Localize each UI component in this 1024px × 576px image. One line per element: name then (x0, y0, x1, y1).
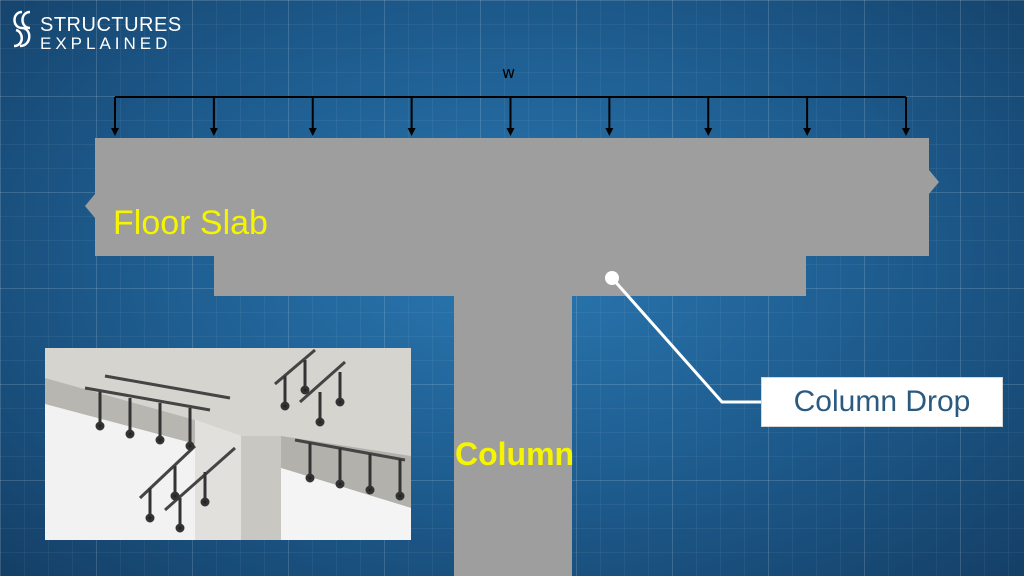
load-arrow-icon (407, 97, 416, 136)
shear-reinforcement-illustration (45, 348, 411, 540)
structures-explained-logo (13, 10, 31, 48)
load-arrow-icon (308, 97, 317, 136)
load-arrow-icon (605, 97, 614, 136)
load-arrow-icon (209, 97, 218, 136)
load-arrow-icon (902, 97, 910, 136)
load-arrow-icon (506, 97, 515, 136)
load-label: w (502, 63, 516, 82)
load-arrow-icon (111, 97, 119, 136)
column-drop-label: Column Drop (793, 385, 971, 418)
load-arrow-icon (803, 97, 812, 136)
column-label: Column (455, 436, 575, 472)
floor-slab-label: Floor Slab (113, 204, 268, 242)
column-drop-callout: Column Drop (761, 377, 1003, 427)
callout-leader-line (610, 277, 762, 404)
floor-slab-shape (85, 138, 939, 576)
brand-logo: STRUCTURES EXPLAINED (8, 8, 188, 53)
load-arrows (111, 97, 910, 136)
callout-dot-icon (605, 271, 619, 285)
load-arrow-icon (704, 97, 713, 136)
rebar-illustration (45, 348, 411, 540)
brand-line-1: STRUCTURES (40, 14, 182, 36)
brand-line-2: EXPLAINED (40, 34, 172, 53)
